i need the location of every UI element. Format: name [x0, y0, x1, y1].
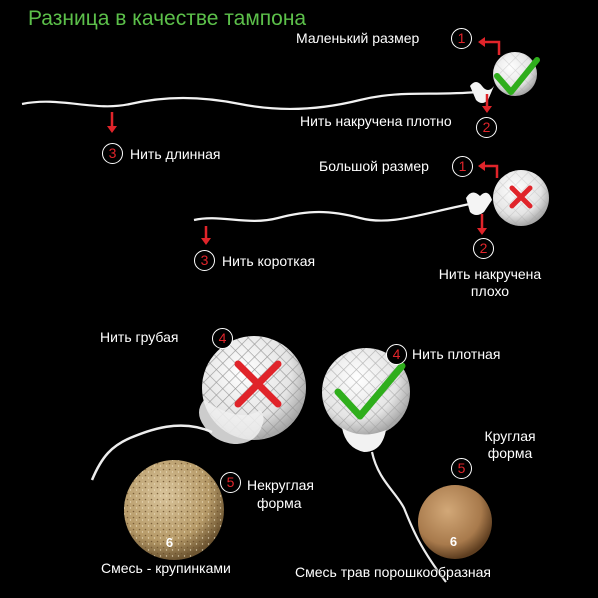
label-line: Некруглая: [247, 477, 314, 493]
check-icon: [494, 57, 540, 95]
label-thread-wound-loose: Нить накручена плохо: [430, 266, 550, 300]
label-thread-rough: Нить грубая: [100, 329, 179, 345]
label-mix-grains: Смесь - крупинками: [101, 560, 231, 576]
thread-knot: [466, 192, 492, 215]
bottom-left-tampon: [90, 336, 306, 560]
label-big-size: Большой размер: [319, 158, 429, 174]
cross-icon: [234, 360, 282, 408]
long-thread: [21, 90, 479, 111]
label-not-round-shape: Некруглая форма: [247, 476, 314, 512]
label-line: плохо: [470, 283, 510, 299]
label-round-shape: Круглая форма: [470, 428, 550, 462]
label-line: форма: [257, 495, 302, 511]
label-thread-wound-tight: Нить накручена плотно: [300, 113, 452, 129]
marker-2-top: 2: [476, 117, 497, 138]
label-line: Нить накручена: [438, 266, 542, 282]
marker-2-mid: 2: [473, 238, 494, 259]
arrow-1-mid: [482, 164, 499, 178]
label-thread-dense: Нить плотная: [412, 346, 501, 362]
marker-6-right: 6: [449, 534, 458, 549]
marker-5-right: 5: [451, 458, 472, 479]
marker-3-mid: 3: [194, 250, 215, 271]
cross-icon: [509, 185, 533, 209]
label-thread-long: Нить длинная: [130, 146, 221, 162]
middle-tampon: [193, 161, 549, 245]
dense-thread: [370, 451, 447, 583]
label-thread-short: Нить короткая: [222, 253, 316, 269]
check-icon: [334, 362, 406, 420]
marker-6-left: 6: [165, 535, 174, 550]
label-line: Круглая: [484, 428, 536, 444]
arrow-1-top: [482, 40, 501, 55]
page-title: Разница в качестве тампона: [28, 7, 307, 30]
marker-1-top: 1: [451, 28, 472, 49]
rough-thread: [90, 424, 213, 481]
bottom-right-tampon: [322, 348, 492, 583]
marker-5-left: 5: [220, 472, 241, 493]
top-tampon: [21, 37, 540, 133]
label-line: форма: [487, 445, 533, 461]
marker-3-top: 3: [102, 143, 123, 164]
powder-mix-ball: [418, 485, 492, 559]
marker-4-right: 4: [386, 344, 407, 365]
thread-knot: [470, 82, 494, 103]
marker-1-mid: 1: [452, 156, 473, 177]
short-thread: [193, 202, 471, 222]
marker-4-left: 4: [212, 328, 233, 349]
label-mix-powder: Смесь трав порошкообразная: [295, 564, 491, 580]
label-small-size: Маленький размер: [296, 30, 420, 46]
